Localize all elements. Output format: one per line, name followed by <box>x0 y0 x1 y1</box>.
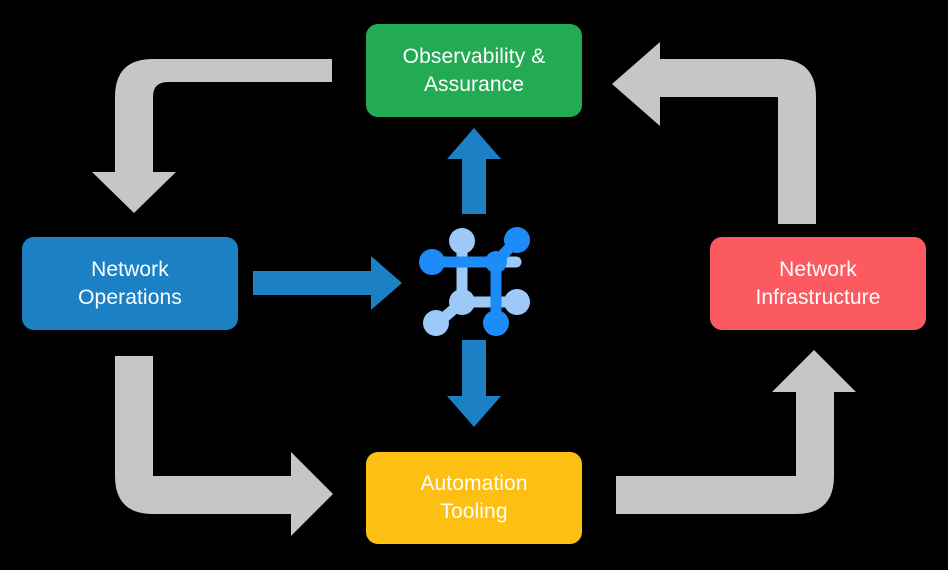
blue-arrow-center-to-observability <box>447 128 501 214</box>
node-network-operations[interactable]: Network Operations <box>22 237 238 330</box>
blue-arrow-center-to-automation <box>447 340 501 427</box>
node-observability-label: Observability & Assurance <box>402 44 546 96</box>
gray-arrow-operations-to-automation <box>115 356 333 536</box>
node-observability-assurance[interactable]: Observability & Assurance <box>366 24 582 117</box>
node-automation-tooling[interactable]: Automation Tooling <box>366 452 582 544</box>
network-icon-dark-nodes <box>419 227 530 336</box>
network-topology-icon <box>419 227 530 336</box>
node-network-infrastructure[interactable]: Network Infrastructure <box>710 237 926 330</box>
network-icon-light-nodes <box>423 228 530 336</box>
node-automation-label: Automation Tooling <box>420 472 528 523</box>
gray-arrow-observability-to-operations <box>92 59 332 213</box>
node-infrastructure-label: Network Infrastructure <box>755 257 881 309</box>
gray-arrow-infrastructure-to-observability <box>612 42 816 224</box>
node-operations-label: Network Operations <box>78 257 182 309</box>
gray-arrow-automation-to-infrastructure <box>616 350 856 514</box>
blue-arrow-operations-to-center <box>253 256 402 310</box>
